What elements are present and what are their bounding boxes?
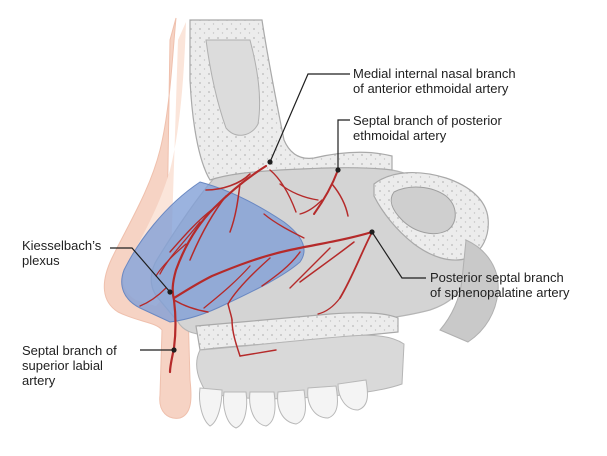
leader-lines (110, 73, 426, 353)
teeth (199, 379, 369, 429)
label-septal-branch-posterior-ethmoidal: Septal branch of posterior ethmoidal art… (353, 113, 502, 143)
frontal-sinus (205, 39, 261, 136)
label-posterior-septal-branch: Posterior septal branch of sphenopalatin… (430, 270, 570, 300)
label-septal-branch-superior-labial: Septal branch of superior labial artery (22, 343, 117, 388)
posterior-pharynx (439, 239, 499, 343)
sphenoid-sinus (390, 186, 456, 235)
label-medial-internal-nasal-branch: Medial internal nasal branch of anterior… (353, 66, 516, 96)
kiesselbach-plexus-region (121, 181, 305, 323)
label-kiesselbach-plexus: Kiesselbach’s plexus (22, 238, 102, 268)
